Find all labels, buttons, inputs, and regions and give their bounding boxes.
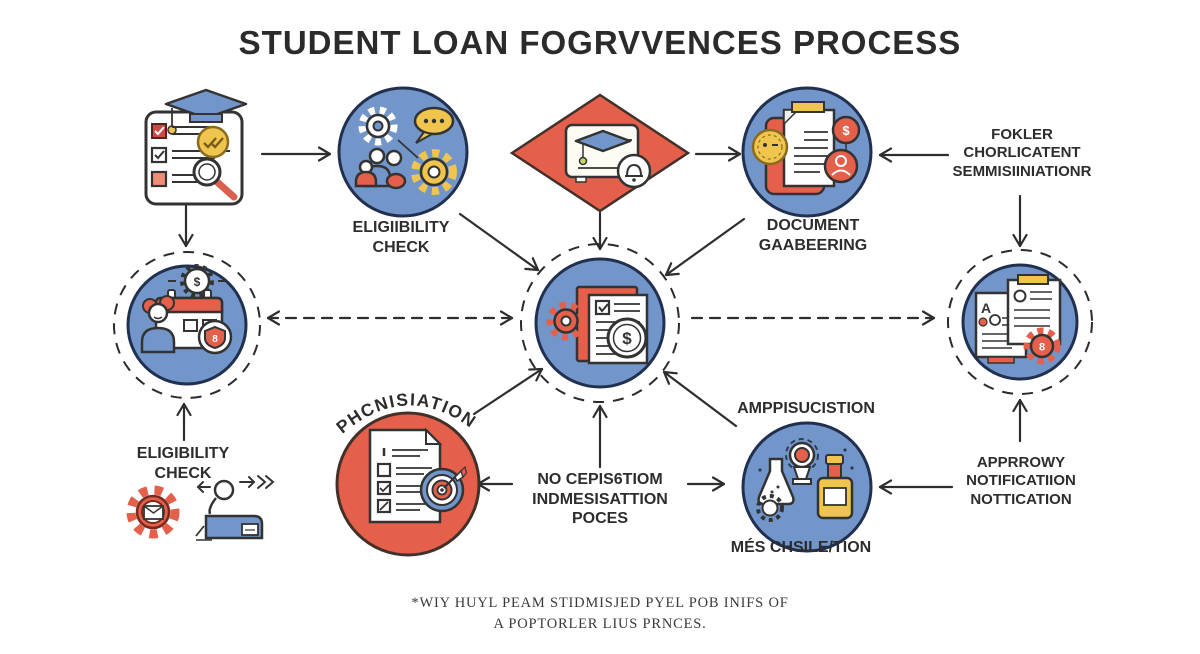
gear-icon: 8 xyxy=(1023,327,1061,365)
arrow-left-icon xyxy=(878,479,954,495)
node-document-gathering: $ xyxy=(741,86,873,218)
arrow-diagonal-icon xyxy=(472,367,544,416)
page-title: STUDENT LOAN FOGRVVENCES PROCESS xyxy=(238,24,962,61)
gear-icon xyxy=(546,301,586,341)
arrow-up-icon xyxy=(592,404,608,469)
arrow-right-icon xyxy=(260,146,332,162)
person-desk-icon xyxy=(195,479,264,541)
arrow-right-icon xyxy=(686,476,726,492)
dashed-arrow-right xyxy=(690,310,936,326)
svg-text:8: 8 xyxy=(212,334,218,345)
gear-envelope-icon xyxy=(126,485,180,539)
arrow-left-icon xyxy=(476,476,514,492)
svg-text:$: $ xyxy=(622,329,632,348)
node-right-records: A 8 xyxy=(947,249,1093,395)
coin-face-icon xyxy=(751,128,789,166)
arrow-left-icon xyxy=(878,147,950,163)
shield-badge-icon: 8 xyxy=(197,319,233,355)
arrow-diagonal-icon xyxy=(662,370,738,428)
arrow-down-icon xyxy=(592,211,608,251)
flask-icon xyxy=(757,457,795,506)
label-document-gathering: DOCUMENT GAABEERING xyxy=(758,217,868,254)
svg-text:A: A xyxy=(981,300,991,316)
node-center-process: $ xyxy=(520,243,680,403)
arrow-up-icon xyxy=(1012,398,1028,443)
connector-arrows xyxy=(176,146,1028,495)
label-mes-chsiletion: MÉS CHSILE/TION xyxy=(730,539,872,556)
person-icon xyxy=(140,295,176,354)
node-phcnisiation xyxy=(335,411,481,557)
node-left-review: $ 8 xyxy=(113,251,261,399)
dartboard-icon xyxy=(419,465,468,513)
people-group-icon xyxy=(354,139,419,190)
arrow-right-icon xyxy=(694,146,742,162)
gear-envelope-desk-icon xyxy=(126,475,275,541)
arrow-up-icon xyxy=(176,402,192,442)
node-application xyxy=(741,421,873,553)
graduation-cap-icon xyxy=(574,129,632,153)
svg-text:$: $ xyxy=(194,275,201,289)
label-eligibility-check-top: ELIGIIBILITY CHECK xyxy=(352,219,450,256)
magnifier-icon xyxy=(192,157,238,201)
label-no-cepis: NO CEPIS6TIOM INDMESISATTION POCES xyxy=(532,471,668,528)
label-approval-note: APPRROWY NOTIFICATIION NOTTICATION xyxy=(966,454,1076,508)
checklist-graduation-icon xyxy=(144,88,248,206)
arrow-diagonal-icon xyxy=(458,212,540,272)
coin-check-icon xyxy=(196,125,230,159)
gear-trophy-icon xyxy=(785,438,819,485)
gear-dollar-icon: $ xyxy=(168,264,226,298)
dollar-badge-icon: $ xyxy=(831,115,861,152)
label-folder-note: FOKLER CHORLICATENT SEMMISIINIATIONR xyxy=(952,126,1092,180)
gear-icon xyxy=(411,149,457,195)
arrow-down-icon xyxy=(1012,194,1028,248)
dollar-coin-icon: $ xyxy=(606,317,648,359)
node-decision-diamond xyxy=(509,93,691,213)
label-application: AMPPISUCISTION xyxy=(737,400,875,417)
svg-text:$: $ xyxy=(842,123,850,138)
person-badge-icon xyxy=(823,148,859,184)
dashed-double-arrow xyxy=(266,310,514,326)
gear-icon xyxy=(358,106,398,146)
label-eligibility-check-left: ELIGIBILITY CHECK xyxy=(136,445,230,482)
gear-outline-icon xyxy=(756,494,784,522)
bell-badge-icon xyxy=(616,153,652,189)
node-eligibility-check xyxy=(337,86,469,218)
arrow-down-icon xyxy=(178,204,194,248)
doodle-arrows-icon xyxy=(196,475,275,493)
svg-text:8: 8 xyxy=(1039,342,1045,354)
footnote-text: *WIY HUYL PEAM STIDMISJED PYEL POB INIFS… xyxy=(411,595,789,633)
bottle-icon xyxy=(816,454,854,520)
arrow-diagonal-icon xyxy=(664,217,746,277)
speech-bubble-icon xyxy=(413,106,455,144)
